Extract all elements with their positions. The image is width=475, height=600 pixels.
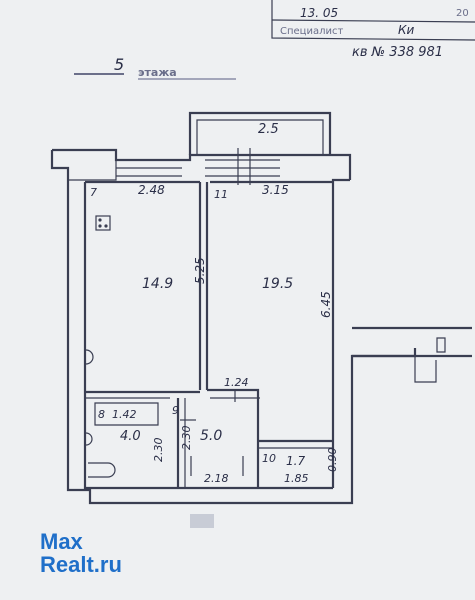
room-10-width: 1.85 (284, 472, 309, 485)
fixtures (85, 215, 244, 478)
toilet-icon (88, 462, 116, 478)
room-10-depth: 0.90 (326, 448, 339, 473)
stamp-date: 13. 05 (300, 6, 338, 20)
room-10: 10 1.7 1.85 0.90 (262, 448, 339, 486)
bath-8-dim: 1.42 (112, 408, 137, 421)
room-10-area: 1.7 (286, 454, 305, 468)
bath-8-area: 4.0 (120, 429, 141, 444)
room-10-number: 10 (262, 452, 276, 465)
hall-9-height: 2.30 (180, 426, 193, 451)
basin-icon (85, 432, 93, 446)
room-11-width: 3.15 (262, 183, 289, 197)
floor-word: этажа (138, 66, 177, 79)
balcony: 2.5 (188, 111, 332, 155)
room-11: 11 3.15 19.5 6.45 (214, 183, 333, 318)
entrance-marker (190, 514, 214, 528)
room-7-number: 7 (90, 186, 97, 199)
stamp-year: 20 (456, 8, 469, 19)
corridor-dim: 2.18 (204, 472, 229, 485)
watermark: Max Realt.ru (40, 529, 122, 577)
floor-number: 5 (114, 55, 124, 74)
room-11-number: 11 (214, 188, 228, 201)
sink-icon (85, 349, 94, 365)
hall-9-number: 9 (172, 404, 179, 417)
bath-8-number: 8 (98, 408, 105, 421)
balcony-area: 2.5 (258, 122, 279, 137)
hall-9-dim: 1.24 (224, 376, 249, 389)
room-7-length: 5.25 (193, 257, 207, 284)
stamp-role: Специалист (280, 26, 343, 37)
hall-9-area: 5.0 (200, 428, 222, 444)
room-11-area: 19.5 (262, 276, 293, 292)
room-7-width: 2.48 (138, 183, 165, 197)
stamp-signature: Ки (398, 23, 415, 37)
bath-8-height: 2.30 (152, 438, 165, 463)
partitions (85, 182, 333, 488)
room-11-length: 6.45 (319, 291, 333, 318)
floor-label: 5 этажа (74, 55, 236, 80)
hall-9: 1.24 9 5.0 2.30 (172, 376, 249, 450)
stamp-certificate: кв № 338 981 (352, 45, 443, 60)
watermark-max: Max (40, 529, 84, 554)
room-7-area: 14.9 (142, 276, 173, 292)
stove-icon (95, 215, 111, 231)
room-7: 7 2.48 14.9 5.25 (90, 183, 207, 292)
outer-walls (50, 148, 472, 505)
bath-8: 8 1.42 4.0 2.30 (98, 408, 165, 462)
watermark-realt: Realt.ru (40, 552, 122, 577)
stamp-box: 13. 05 20 Специалист Ки кв № 338 981 (271, 0, 475, 60)
